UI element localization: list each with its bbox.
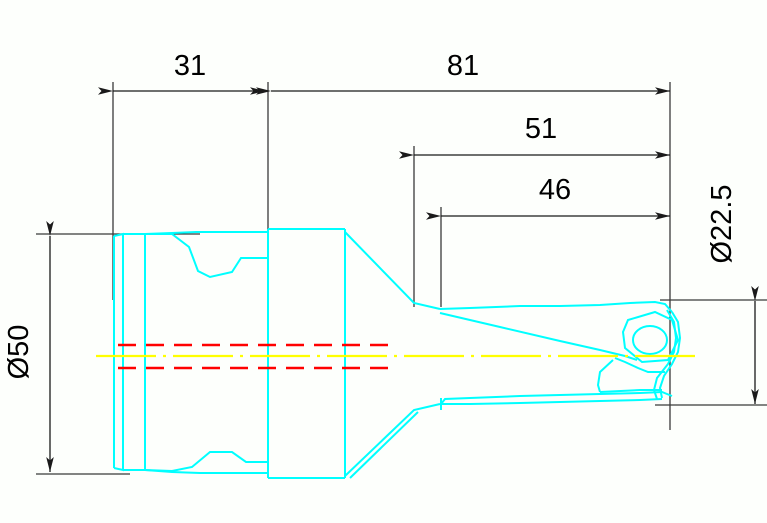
dim-label-31: 31 — [174, 50, 206, 82]
body-taper-top — [344, 231, 441, 310]
dimension-lines — [46, 87, 759, 472]
pocket-lower-relief — [596, 359, 614, 393]
dim-label-d225: Ø22.5 — [706, 185, 738, 264]
shank-end-chamfer — [113, 232, 124, 472]
body-taper-bottom — [344, 403, 441, 477]
shank-bottom-edge — [144, 469, 268, 474]
insert-pocket-seat — [621, 310, 680, 364]
insert-screw-hole — [632, 325, 668, 355]
body-rake-line — [439, 312, 638, 361]
body-top-edge — [439, 300, 673, 313]
part-outline — [113, 228, 682, 479]
shank-bottom-flute — [144, 451, 269, 473]
shank-top-flute — [145, 233, 269, 279]
dim-label-51: 51 — [525, 113, 557, 145]
dim-label-d50: Ø50 — [3, 325, 35, 380]
dim-label-46: 46 — [539, 174, 571, 206]
pocket-lower-margin — [614, 357, 665, 373]
body-taper-bottom-2 — [349, 411, 419, 479]
shank-top-edge — [144, 231, 268, 235]
body-bottom-edge-2 — [441, 398, 663, 405]
tip-nose-curve — [658, 311, 682, 399]
pocket-lower-edge — [599, 389, 662, 393]
hidden-bore-lines — [118, 343, 390, 370]
dim-label-81: 81 — [447, 50, 479, 82]
